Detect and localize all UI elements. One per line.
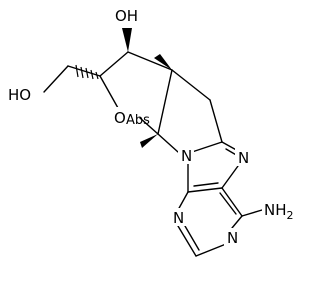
bond-c6-c5p <box>221 187 243 217</box>
bond-c6-nh2 <box>241 209 263 217</box>
bond-c1-n9 <box>157 133 179 153</box>
wedge-bond-h-top <box>154 54 172 70</box>
bond-c4p-n3 <box>177 191 189 211</box>
bond-c4-c1 <box>157 69 173 135</box>
bond-c4p-c5p-double <box>193 182 219 187</box>
bond-ch2-oh <box>43 65 69 93</box>
bond-n3-c2p-double <box>184 225 200 251</box>
bond-c5-c8 <box>209 99 223 143</box>
label-abs: Abs <box>126 113 150 128</box>
bond-n3-c2p <box>177 225 197 257</box>
bond-c6-c5p-double <box>219 192 237 215</box>
label-n7: N <box>238 149 249 167</box>
wedge-bond-h-bottom <box>140 134 158 148</box>
label-n9: N <box>181 147 192 165</box>
label-oh-top: OH <box>115 7 138 25</box>
wedge-bond-oh <box>122 28 132 52</box>
bond-n7-c5p <box>221 165 239 189</box>
bond-c2p-n1 <box>195 243 227 257</box>
stereo-bonds <box>75 28 172 148</box>
bond-c2-c3 <box>99 51 129 77</box>
bond-o-c1 <box>139 117 159 135</box>
bond-n9-c8 <box>191 141 223 153</box>
hash-bond-ch2 <box>75 64 99 80</box>
bond-n1-c6 <box>231 215 243 229</box>
bond-c3-o <box>99 75 119 109</box>
label-ring-o: O <box>114 109 126 127</box>
label-nh2: NH2 <box>264 201 294 222</box>
bonds <box>43 51 263 257</box>
bond-c3-ch2 <box>67 65 101 77</box>
label-n1: N <box>227 229 238 247</box>
bond-c4-c5 <box>171 69 211 101</box>
atom-labels: OH HO O Abs N N N N NH2 <box>5 5 306 247</box>
label-n3: N <box>173 209 184 227</box>
label-ho-left: HO <box>8 86 31 104</box>
bond-c4p-c5p <box>187 187 223 193</box>
bond-c2-c4 <box>127 51 173 71</box>
